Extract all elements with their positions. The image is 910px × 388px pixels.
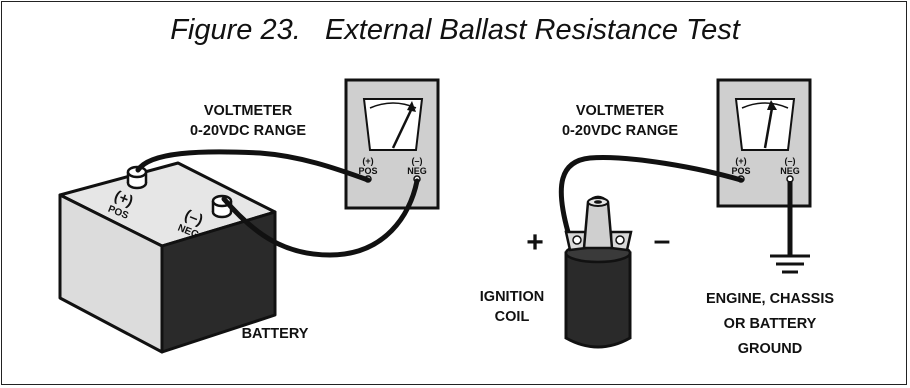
left-voltmeter: (+) POS (–) NEG: [344, 78, 440, 210]
figure-title: Figure 23. External Ballast Resistance T…: [170, 14, 740, 46]
ignition-coil: [564, 195, 633, 349]
positive-test-lead: [135, 149, 371, 183]
right-meter-label-line1: VOLTMETER: [576, 103, 665, 119]
coil-label-line1: IGNITION: [480, 289, 544, 305]
left-meter-label-line2: 0-20VDC RANGE: [190, 123, 306, 139]
coil-negative-terminal: [609, 230, 633, 252]
ground-label-line3: GROUND: [738, 341, 802, 357]
left-meter-label-line1: VOLTMETER: [204, 103, 293, 119]
battery-neg-symbol: (–): [182, 207, 205, 230]
battery-label: BATTERY: [242, 326, 309, 342]
coil-label-line2: COIL: [495, 309, 530, 325]
right-meter-label-line2: 0-20VDC RANGE: [562, 123, 678, 139]
negative-test-lead: [221, 178, 420, 258]
ground-symbol: [770, 181, 810, 274]
left-meter-neg-label: NEG: [407, 166, 427, 176]
left-meter-pos-symbol: (+): [362, 156, 373, 166]
coil-minus-sign: –: [654, 224, 671, 257]
right-meter-pos-label: POS: [731, 166, 750, 176]
ground-label-line2: OR BATTERY: [724, 316, 817, 332]
coil-plus-sign: +: [526, 226, 544, 259]
right-meter-needle: [763, 107, 774, 149]
ground-label-line1: ENGINE, CHASSIS: [706, 291, 834, 307]
left-meter-pos-label: POS: [358, 166, 377, 176]
battery-pos-symbol: (+): [112, 187, 136, 210]
right-voltmeter: (+) POS (–) NEG: [716, 78, 812, 208]
battery: (+) POS (–) NEG: [58, 161, 277, 354]
right-meter-neg-label: NEG: [780, 166, 800, 176]
right-meter-neg-symbol: (–): [785, 156, 796, 166]
left-meter-needle: [391, 107, 414, 149]
left-meter-neg-symbol: (–): [412, 156, 423, 166]
coil-test-lead: [558, 155, 744, 235]
right-meter-pos-symbol: (+): [735, 156, 746, 166]
